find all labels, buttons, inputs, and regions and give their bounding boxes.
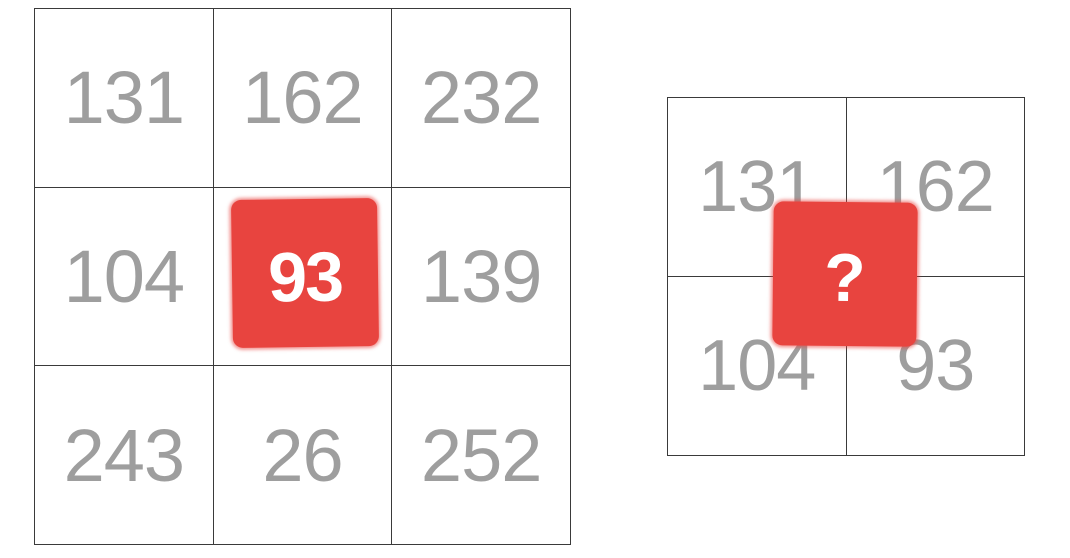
highlight-value-text: 93	[267, 237, 343, 317]
grid-cell: 131	[35, 9, 214, 188]
cell-value: 26	[262, 413, 343, 497]
cell-value: 139	[420, 234, 542, 318]
unknown-value-marker: ?	[772, 201, 918, 347]
grid-cell-center	[213, 187, 393, 367]
grid-cell: 104	[668, 277, 847, 456]
cell-value: 232	[420, 56, 542, 140]
cell-value: 104	[63, 234, 185, 318]
grid-cell: 104	[35, 187, 214, 367]
grid-cell: 26	[213, 366, 393, 545]
highlighted-center-value: 93	[230, 197, 380, 349]
question-mark-text: ?	[823, 239, 867, 317]
grid-cell: 243	[35, 366, 214, 545]
cell-value: 243	[63, 413, 185, 497]
cell-value: 252	[420, 413, 542, 497]
original-3x3-grid: 131 162 232 104 139 243 26 252	[34, 8, 571, 545]
grid-cell: 139	[392, 187, 571, 367]
cell-value: 162	[242, 56, 363, 140]
grid-cell: 232	[392, 9, 571, 188]
grid-cell: 252	[392, 366, 571, 545]
cell-value: 131	[63, 56, 185, 140]
grid-cell: 162	[213, 9, 393, 188]
